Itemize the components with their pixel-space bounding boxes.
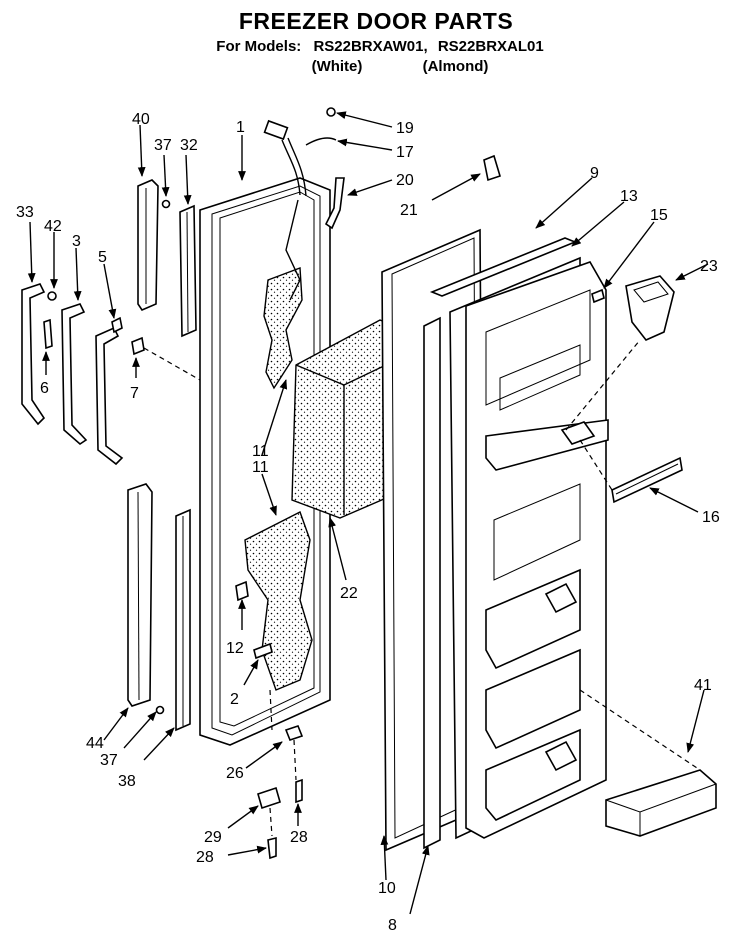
- handle-screw: [43, 318, 53, 350]
- callout-40: 40: [132, 111, 150, 128]
- callout-10: 10: [378, 880, 396, 897]
- callout-23: 23: [700, 258, 718, 275]
- callout-2: 2: [230, 691, 239, 708]
- callout-11-upper: 11: [252, 443, 269, 460]
- color-almond-label: (Almond): [422, 58, 489, 75]
- models-line: For Models: RS22BRXAW01, RS22BRXAL01: [4, 38, 752, 55]
- door-bin: [605, 769, 717, 837]
- handle-bracket-outer: [21, 283, 46, 426]
- callout-12: 12: [226, 640, 244, 657]
- callout-29: 29: [204, 829, 222, 846]
- door-clip: [235, 580, 249, 602]
- callout-1: 1: [236, 119, 245, 136]
- callout-8: 8: [388, 917, 397, 934]
- upper-handle-strip: [179, 204, 197, 338]
- colors-line: (White) (Almond): [4, 58, 752, 75]
- foam-insulation-upper: [263, 267, 303, 390]
- callout-15: 15: [650, 207, 668, 224]
- callout-42: 42: [44, 218, 62, 235]
- upper-handle-trim: [137, 179, 159, 311]
- callout-5: 5: [98, 249, 107, 266]
- trim-strip: [611, 456, 683, 504]
- handle-clip: [131, 336, 145, 356]
- callout-labels: 40 1 37 32 19 17 20 9 13 15 21 33 42 3 5…: [16, 111, 720, 934]
- callout-20: 20: [396, 172, 414, 189]
- callout-37-upper: 37: [154, 137, 172, 154]
- hinge-bushing: [284, 725, 304, 741]
- callout-6: 6: [40, 380, 49, 397]
- callout-28-right: 28: [290, 829, 308, 846]
- lower-handle-screw: [155, 705, 165, 715]
- color-white-label: (White): [311, 58, 363, 75]
- handle-bracket-middle: [61, 303, 88, 446]
- bracket-clip: [111, 316, 123, 334]
- leader-lines: [27, 111, 709, 915]
- callout-28-left: 28: [196, 849, 214, 866]
- lower-handle-trim: [127, 483, 153, 707]
- page-title: FREEZER DOOR PARTS: [238, 8, 514, 34]
- liner-screw: [591, 288, 605, 304]
- callout-7: 7: [130, 385, 139, 402]
- gasket-strip: [423, 316, 441, 850]
- model-number-almond: RS22BRXAL01: [437, 38, 544, 55]
- model-number-white: RS22BRXAW01,: [313, 38, 428, 55]
- callout-3: 3: [72, 233, 81, 250]
- inner-door-liner: [449, 256, 609, 840]
- door-stop: [253, 642, 273, 660]
- bracket-screw: [47, 291, 57, 301]
- callout-32: 32: [180, 137, 198, 154]
- callout-44: 44: [86, 735, 104, 752]
- callout-38: 38: [118, 773, 136, 790]
- foam-insulation-lower: [244, 511, 313, 691]
- callout-17: 17: [396, 144, 414, 161]
- wire-connector-nut: [483, 154, 501, 182]
- callout-9: 9: [590, 165, 599, 182]
- hinge-screw-lower: [267, 836, 277, 860]
- callout-41: 41: [694, 677, 712, 694]
- callout-33: 33: [16, 204, 34, 221]
- callout-21: 21: [400, 202, 418, 219]
- callout-19: 19: [396, 120, 414, 137]
- handle-bracket-inner: [95, 326, 124, 466]
- upper-handle-screw: [161, 199, 171, 209]
- models-prefix: For Models:: [216, 38, 302, 55]
- callout-16: 16: [702, 509, 720, 526]
- callout-37-lower: 37: [100, 752, 118, 769]
- fill-tube: [324, 177, 345, 230]
- callout-11-lower: 11: [252, 459, 269, 476]
- callout-26: 26: [226, 765, 244, 782]
- callout-13: 13: [620, 188, 638, 205]
- hinge-screw-upper: [295, 778, 303, 804]
- hinge-block: [257, 786, 281, 810]
- callout-22: 22: [340, 585, 358, 602]
- wire-harness: [263, 107, 337, 301]
- ice-chute-funnel: [625, 275, 675, 341]
